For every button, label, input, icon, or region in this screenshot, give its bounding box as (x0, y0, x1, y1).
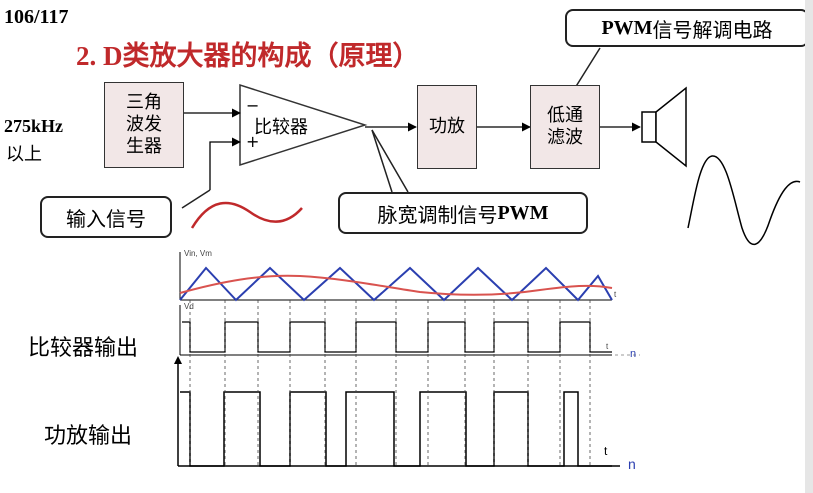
mid-n-label: n (630, 348, 637, 360)
page-number: 106/117 (4, 6, 69, 28)
comparator-output-wave (182, 321, 612, 353)
input-signal-callout: 输入信号 (40, 196, 172, 238)
top-t-label: t (614, 290, 617, 299)
comparator-output-label: 比较器输出 (28, 336, 139, 361)
scrollbar[interactable] (805, 0, 813, 493)
input-signal-text: 输入信号 (66, 206, 146, 231)
triangle-carrier-wave (179, 266, 613, 302)
amp-output-label: 功放输出 (44, 424, 133, 449)
mid-y-axis-label: Vd (184, 302, 194, 311)
triangle-gen-line-3: 生器 (126, 136, 162, 157)
lowpass-filter-block: 低通 滤波 (530, 85, 600, 169)
frequency-suffix: 以上 (6, 144, 42, 165)
triangle-gen-line-1: 三角 (126, 92, 162, 113)
lowpass-line-1: 低通 (547, 105, 583, 126)
speaker-icon (641, 86, 687, 168)
power-amp-block: 功放 (417, 85, 477, 169)
bottom-n-label: n (628, 456, 636, 472)
modulating-signal-wave (179, 274, 613, 296)
comparator-label: 比较器 (254, 117, 308, 138)
demod-callout-text: 信号解调电路 (652, 17, 773, 42)
input-pointer (181, 189, 211, 209)
amp-output-wave (180, 391, 612, 467)
mid-t-label: t (606, 342, 609, 351)
demod-callout-bold: PWM (601, 16, 653, 39)
comparator-plus: + (246, 132, 260, 151)
frequency-value: 275kHz (4, 116, 64, 136)
comparator-triangle (239, 83, 368, 167)
power-amp-label: 功放 (429, 116, 465, 137)
comparator-minus: − (246, 96, 260, 115)
pwm-pointer-2 (371, 129, 409, 193)
pwm-callout-text: 脉宽调制信号 (377, 202, 498, 227)
waveform-chart (174, 252, 640, 467)
top-y-axis-label: Vin, Vm (184, 249, 212, 258)
pwm-callout-bold: PWM (497, 201, 549, 224)
output-sine-icon (687, 155, 801, 246)
lowpass-line-2: 滤波 (547, 127, 583, 148)
bottom-t-label: t (604, 444, 608, 458)
input-to-cmp-line (209, 137, 241, 190)
triangle-gen-line-2: 波发 (126, 114, 162, 135)
demod-pointer (574, 47, 601, 89)
slide-title: 2. D类放大器的构成（原理） (76, 41, 420, 71)
triangle-generator-block: 三角 波发 生器 (104, 82, 184, 168)
input-sine-icon (190, 201, 303, 229)
pwm-pointer-1 (371, 129, 393, 193)
